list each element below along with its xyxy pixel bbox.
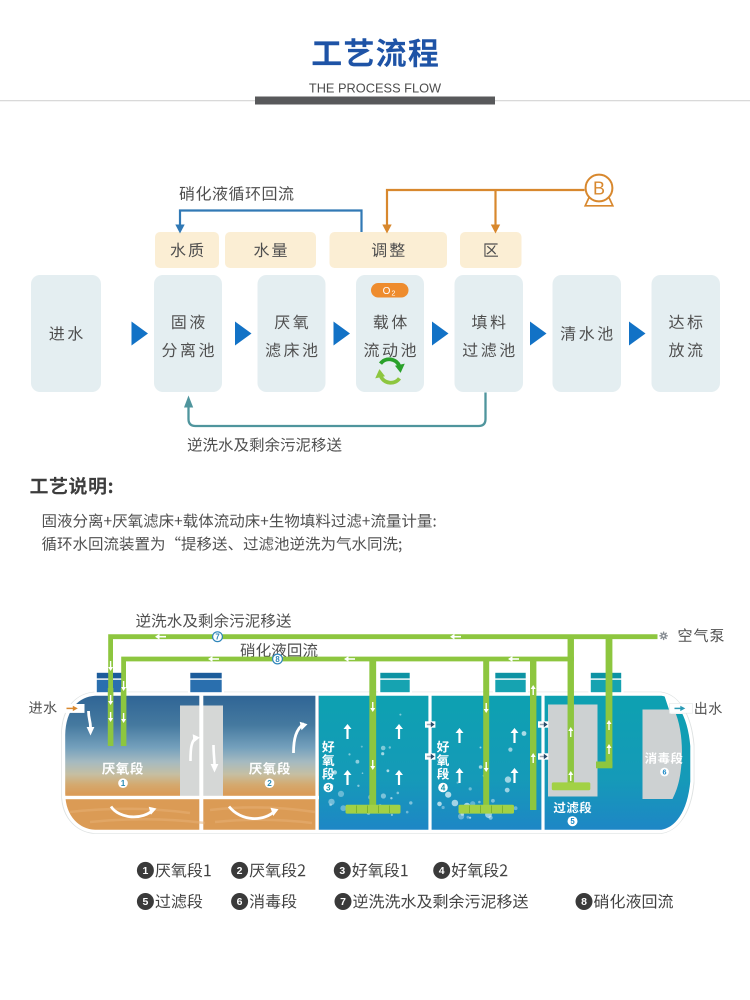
svg-text:1: 1	[142, 865, 148, 877]
svg-text:3: 3	[339, 865, 345, 877]
svg-text:O: O	[383, 286, 391, 297]
svg-text:7: 7	[340, 896, 346, 908]
svg-text:7: 7	[215, 633, 219, 642]
svg-text:2: 2	[237, 865, 243, 877]
svg-text:8: 8	[581, 896, 587, 908]
svg-text:5: 5	[570, 817, 575, 826]
svg-text:2: 2	[267, 779, 272, 788]
svg-text:B: B	[593, 179, 605, 199]
svg-text:THE PROCESS FLOW: THE PROCESS FLOW	[309, 80, 442, 95]
svg-text:3: 3	[326, 783, 331, 792]
svg-text:5: 5	[142, 896, 148, 908]
svg-text:6: 6	[237, 896, 243, 908]
svg-text:6: 6	[663, 768, 667, 777]
svg-text:8: 8	[275, 655, 280, 664]
svg-text:4: 4	[441, 783, 446, 792]
svg-text:4: 4	[439, 865, 445, 877]
svg-text:2: 2	[392, 291, 396, 298]
svg-text:1: 1	[121, 779, 126, 788]
